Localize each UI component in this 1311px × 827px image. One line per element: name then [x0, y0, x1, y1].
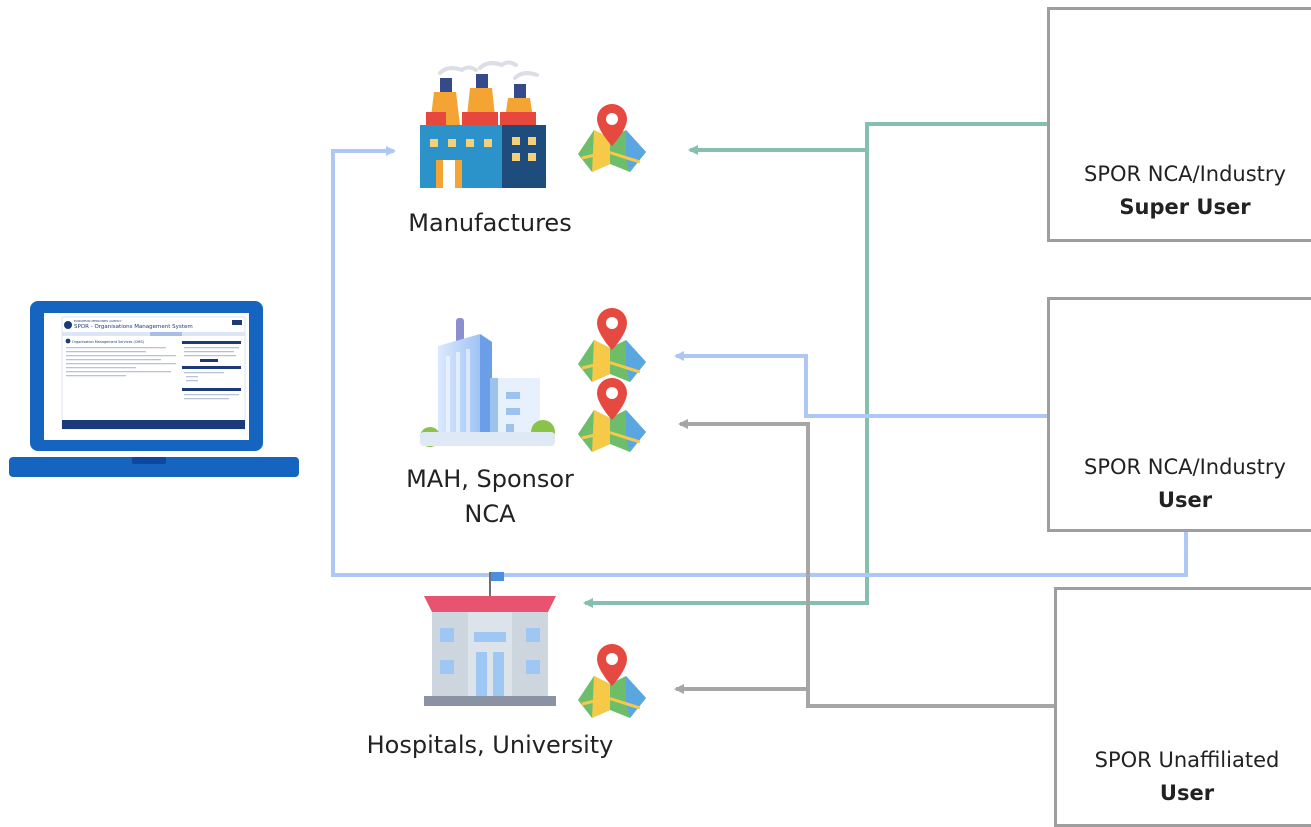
svg-text:Organisation Management Servic: Organisation Management Services (OMS) [72, 340, 145, 344]
map-pin-icon-3 [578, 378, 646, 452]
manufactures-label: Manufactures [408, 209, 572, 237]
arrow-unaffiliated-to-nca [678, 419, 1054, 708]
svg-text:SPOR - Organisations Managemen: SPOR - Organisations Management System [74, 324, 193, 330]
svg-text:EUROPEAN MEDICINES AGENCY: EUROPEAN MEDICINES AGENCY [74, 319, 122, 323]
arrow-user-to-manufactures [331, 146, 1188, 577]
user-role-line1: SPOR NCA/Industry [1084, 455, 1286, 479]
super-user-box: SPOR NCA/Industry Super User [1047, 7, 1311, 242]
factory-icon [420, 60, 546, 188]
user-role-line2: User [1157, 488, 1213, 512]
unaffiliated-user-box: SPOR Unaffiliated User [1054, 587, 1311, 827]
grey-connector [674, 419, 1054, 708]
map-pin-icon-4 [578, 644, 646, 718]
unaffiliated-role-line1: SPOR Unaffiliated [1094, 748, 1280, 772]
arrow-super-user-to-manufactures [688, 122, 1047, 155]
hospitals-university-label: Hospitals, University [366, 731, 614, 759]
map-pin-icon-2 [578, 308, 646, 382]
mah-sponsor-label: MAH, Sponsor [406, 465, 574, 493]
unaffiliated-role-line2: User [1159, 781, 1215, 805]
arrow-super-user-to-hospitals [583, 150, 869, 608]
hospital-icon [424, 572, 556, 706]
map-pin-icon-1 [578, 104, 646, 172]
nca-label: NCA [464, 500, 516, 528]
super-user-role-line2: Super User [1119, 195, 1251, 219]
office-building-icon [420, 318, 555, 447]
super-user-role-line1: SPOR NCA/Industry [1084, 162, 1286, 186]
nca-industry-user-box: SPOR NCA/Industry User [1047, 297, 1311, 532]
blue-connector [331, 146, 1188, 577]
laptop-icon: EUROPEAN MEDICINES AGENCY SPOR - Organis… [9, 301, 299, 477]
arrow-user-to-mah [674, 351, 1047, 418]
oms-screenshot: EUROPEAN MEDICINES AGENCY SPOR - Organis… [61, 316, 246, 430]
teal-connector [583, 122, 1047, 608]
